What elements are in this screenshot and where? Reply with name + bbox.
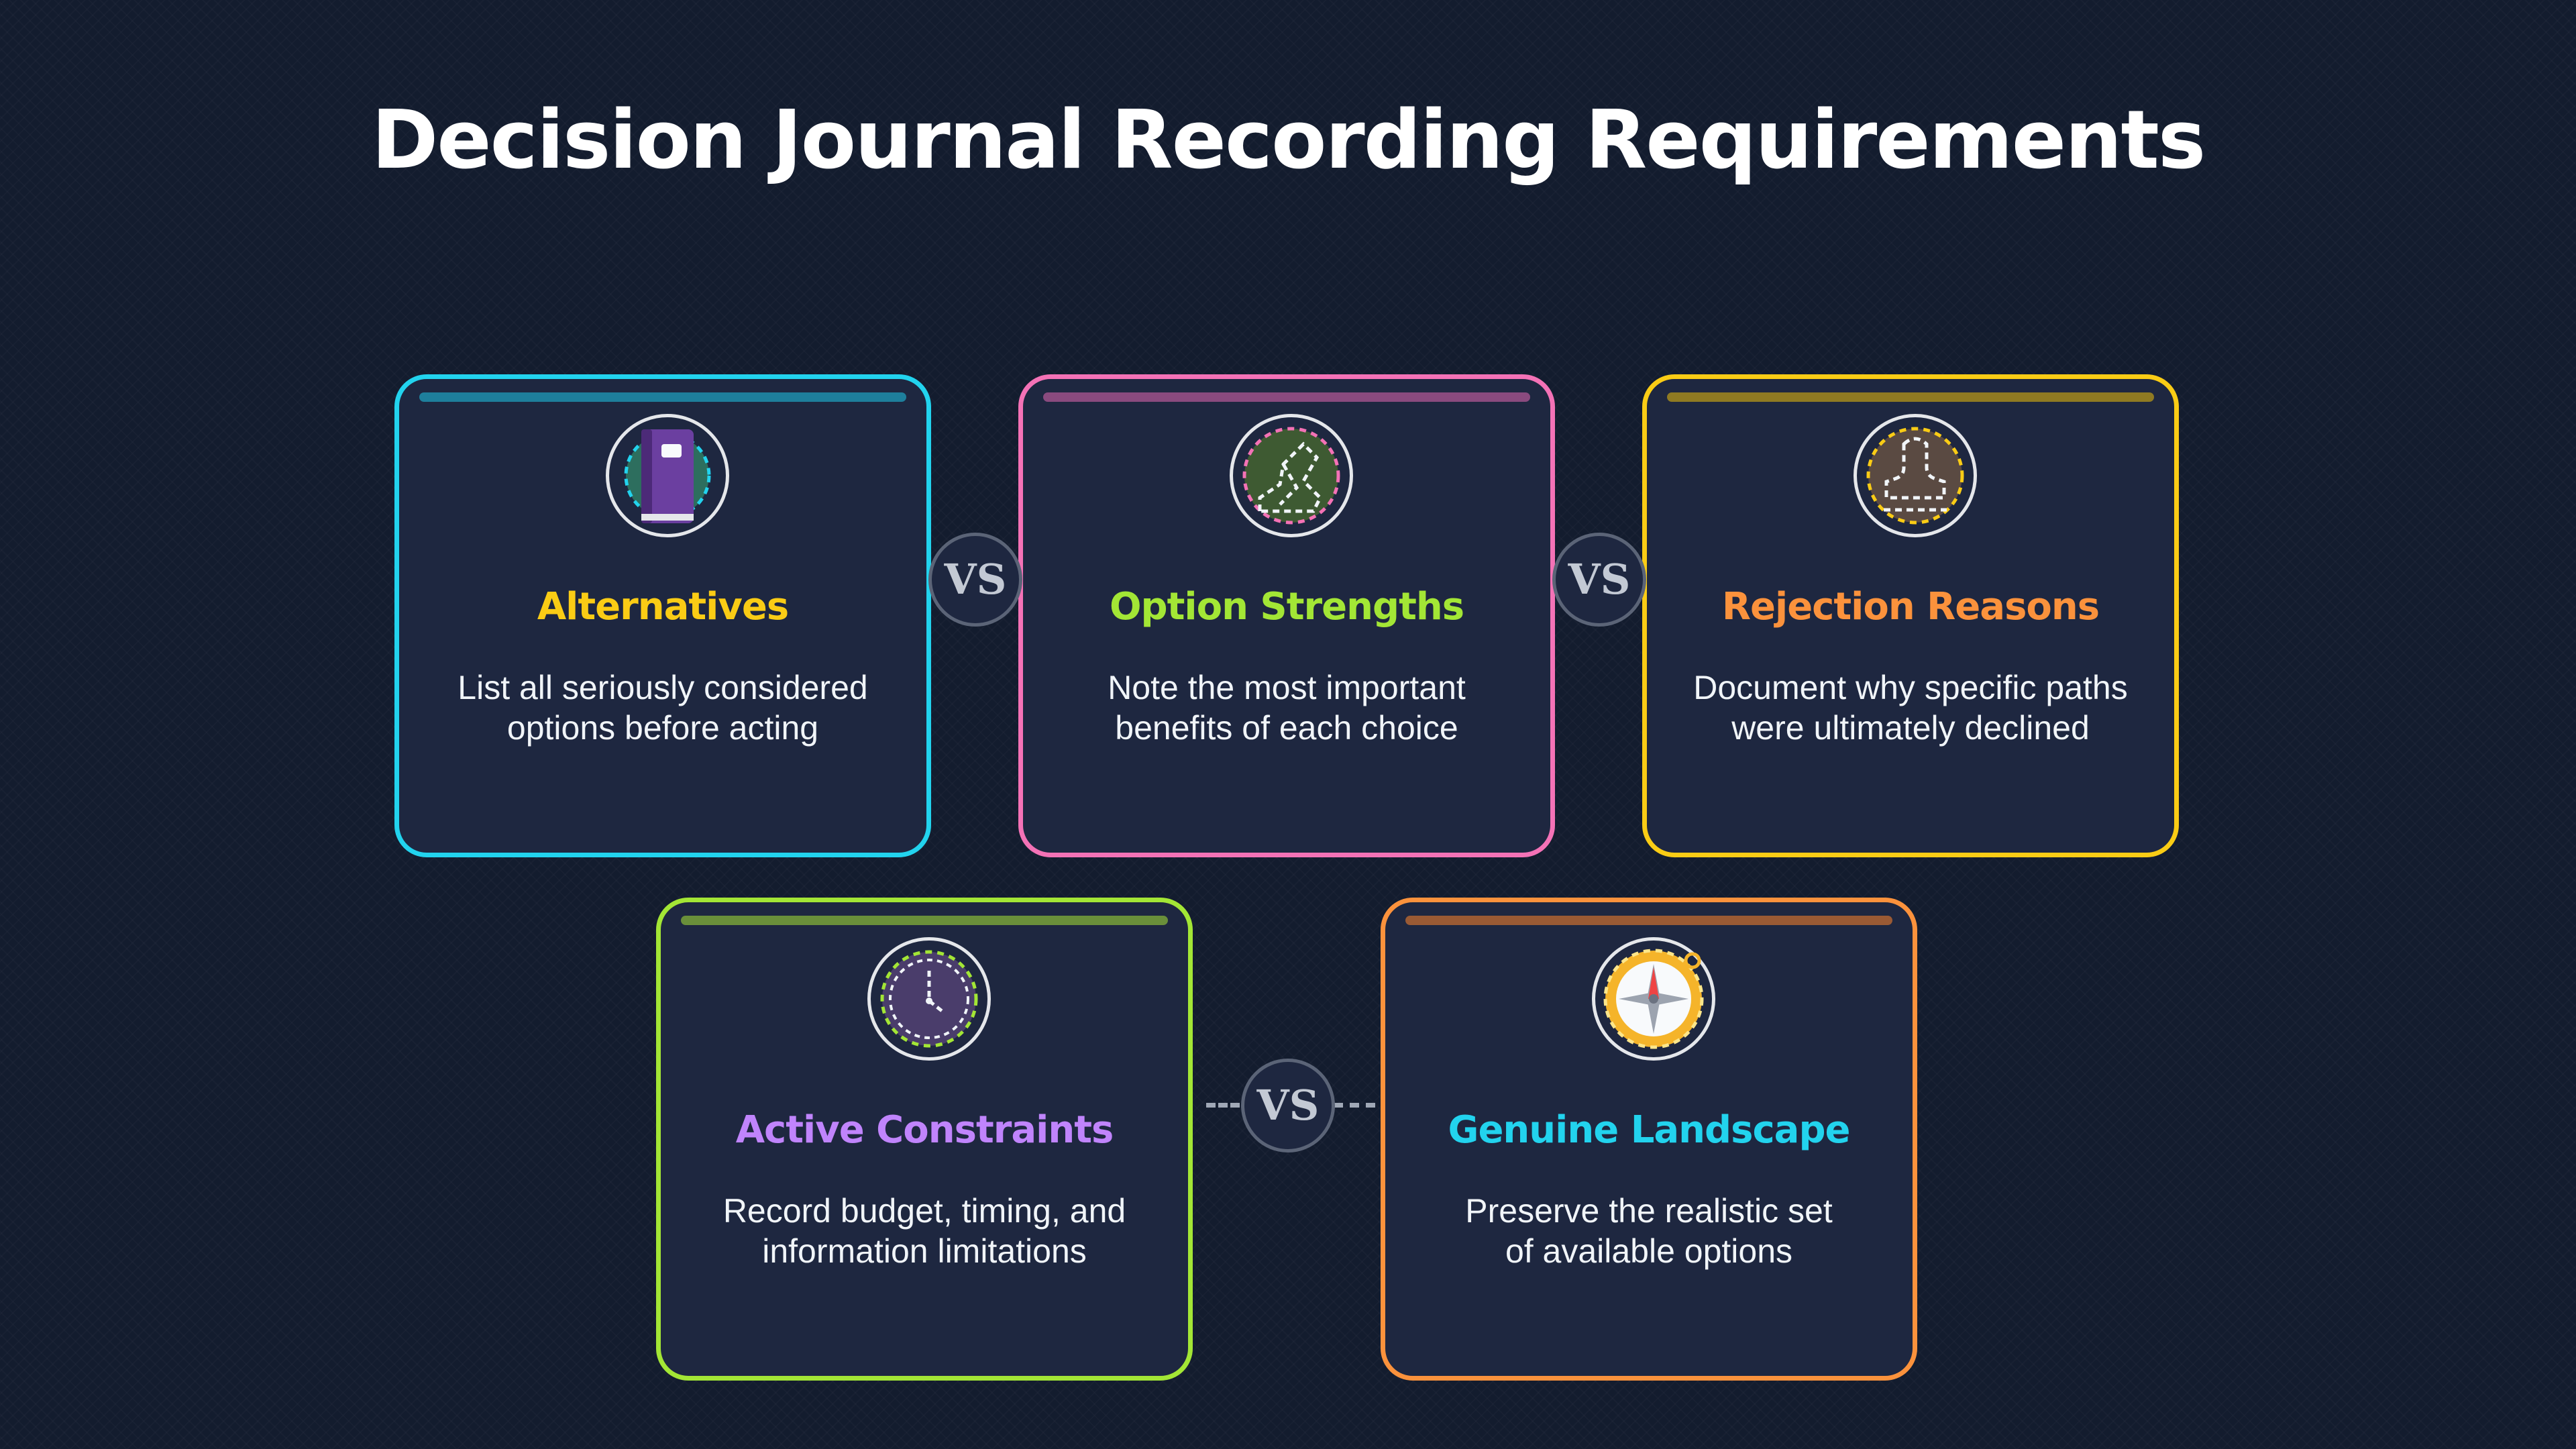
- description-line: Document why specific paths: [1693, 669, 2128, 706]
- description-line: were ultimately declined: [1731, 709, 2090, 747]
- card-description: Note the most important benefits of each…: [1050, 667, 1523, 748]
- icon-badge: [606, 414, 729, 537]
- stamp-icon: [1866, 427, 1964, 525]
- description-line: Note the most important: [1108, 669, 1466, 706]
- card-accent-bar: [419, 392, 906, 402]
- vs-badge: VS: [928, 533, 1022, 627]
- card-description: List all seriously considered options be…: [426, 667, 900, 748]
- card-alternatives: Alternatives List all seriously consider…: [394, 374, 931, 857]
- card-accent-bar: [1667, 392, 2154, 402]
- card-heading: Alternatives: [537, 585, 789, 629]
- map-path-icon: [1242, 427, 1340, 525]
- card-active-constraints: Active Constraints Record budget, timing…: [656, 898, 1193, 1381]
- icon-badge: [1592, 937, 1715, 1061]
- compass-icon: [1603, 949, 1704, 1049]
- description-line: information limitations: [762, 1232, 1087, 1270]
- connector-line: [1206, 1103, 1240, 1108]
- journal-book-icon: [624, 429, 711, 523]
- card-option-strengths: Option Strengths Note the most important…: [1018, 374, 1555, 857]
- icon-badge: [867, 937, 991, 1061]
- description-line: options before acting: [506, 709, 819, 747]
- connector-line: [1334, 1103, 1375, 1108]
- icon-badge: [1854, 414, 1977, 537]
- description-line: Record budget, timing, and: [722, 1192, 1126, 1230]
- icon-badge: [1230, 414, 1353, 537]
- card-heading: Rejection Reasons: [1721, 585, 2100, 629]
- card-accent-bar: [1043, 392, 1530, 402]
- card-heading: Option Strengths: [1109, 585, 1464, 629]
- description-line: List all seriously considered: [458, 669, 868, 706]
- page-title: Decision Journal Recording Requirements: [371, 94, 2206, 187]
- card-description: Record budget, timing, and information l…: [688, 1191, 1161, 1271]
- card-heading: Genuine Landscape: [1448, 1108, 1850, 1152]
- card-description: Preserve the realistic set of available …: [1412, 1191, 1886, 1271]
- vs-badge: VS: [1241, 1059, 1335, 1152]
- card-heading: Active Constraints: [735, 1108, 1114, 1152]
- card-accent-bar: [681, 916, 1168, 925]
- description-line: Preserve the realistic set: [1465, 1192, 1833, 1230]
- description-line: of available options: [1505, 1232, 1793, 1270]
- clock-icon: [880, 950, 978, 1048]
- description-line: benefits of each choice: [1115, 709, 1458, 747]
- card-description: Document why specific paths were ultimat…: [1674, 667, 2147, 748]
- card-genuine-landscape: Genuine Landscape Preserve the realistic…: [1381, 898, 1917, 1381]
- vs-badge: VS: [1552, 533, 1646, 627]
- card-accent-bar: [1405, 916, 1892, 925]
- card-rejection-reasons: Rejection Reasons Document why specific …: [1642, 374, 2179, 857]
